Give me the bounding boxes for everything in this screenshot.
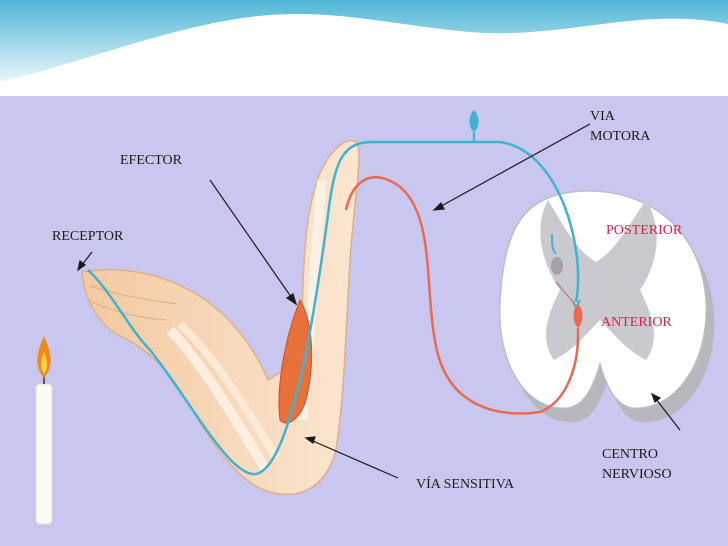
- biceps-muscle: [278, 298, 313, 424]
- candle: [35, 336, 53, 525]
- label-centro-line1: CENTRO: [602, 447, 658, 462]
- label-posterior: POSTERIOR: [606, 223, 683, 238]
- label-efector: EFECTOR: [120, 153, 182, 168]
- label-via-motora-line2: MOTORA: [590, 129, 651, 144]
- gray-matter: [540, 200, 657, 360]
- pointer-arrows: [77, 123, 681, 479]
- label-anterior: ANTERIOR: [601, 315, 672, 330]
- label-receptor: RECEPTOR: [52, 229, 124, 244]
- label-via-motora-line1: VIA: [590, 109, 615, 124]
- spinal-cord-section: [498, 190, 715, 423]
- label-centro-line2: NERVIOSO: [602, 467, 672, 482]
- sensory-pathway: [344, 176, 583, 415]
- label-via-sensitiva: VÍA SENSITIVA: [416, 477, 515, 492]
- header-banner: [0, 0, 728, 96]
